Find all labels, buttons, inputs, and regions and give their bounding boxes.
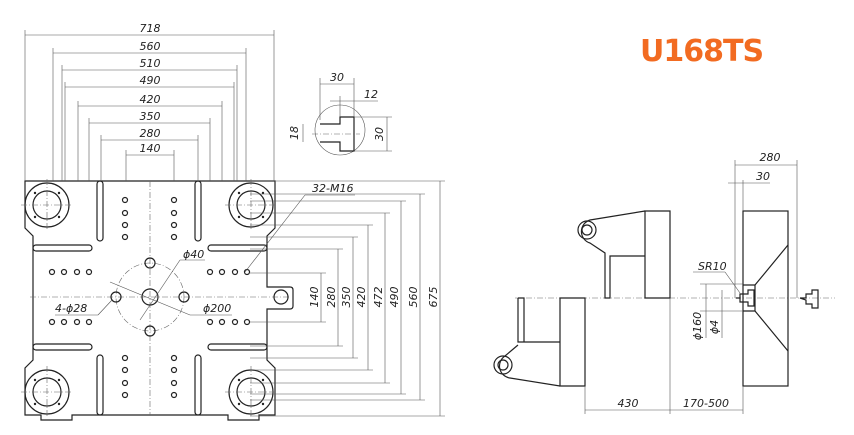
stroke-label: 430 bbox=[618, 397, 639, 410]
center-holes bbox=[30, 181, 290, 415]
bolt-hole bbox=[237, 191, 241, 195]
thread-hole bbox=[170, 366, 178, 374]
vertical-dim-label: 675 bbox=[427, 287, 440, 308]
thread-hole bbox=[60, 318, 68, 326]
horizontal-dim-label: 718 bbox=[140, 22, 161, 35]
thread-hole bbox=[73, 318, 81, 326]
thread-hole bbox=[48, 268, 56, 276]
thread-hole bbox=[121, 391, 129, 399]
sphere-label: SR10 bbox=[698, 260, 727, 273]
vertical-dim-label: 420 bbox=[355, 287, 368, 308]
horizontal-dim-label: 420 bbox=[140, 93, 161, 106]
horizontal-dim-label: 490 bbox=[140, 74, 161, 87]
thread-hole bbox=[121, 221, 129, 229]
centerline bbox=[21, 179, 73, 231]
model-title: U168TS bbox=[640, 34, 764, 69]
pcd-callout: ϕ200 bbox=[203, 302, 231, 315]
tie-bar-holes bbox=[21, 179, 277, 418]
thread-hole bbox=[73, 268, 81, 276]
bolt-hole bbox=[57, 378, 61, 382]
threads-callout: 32-M16 bbox=[312, 182, 353, 195]
slots bbox=[32, 180, 268, 416]
bolt-hole bbox=[33, 378, 37, 382]
centerline bbox=[21, 366, 73, 418]
thread-hole bbox=[243, 318, 251, 326]
horizontal-dim-label: 510 bbox=[140, 57, 161, 70]
slot-height-label: 30 bbox=[373, 127, 386, 141]
horizontal-dim-label: 140 bbox=[140, 142, 161, 155]
vertical-dim-label: 560 bbox=[407, 287, 420, 308]
horizontal-dim-label: 350 bbox=[140, 110, 161, 123]
thread-hole bbox=[48, 318, 56, 326]
thread-hole bbox=[170, 379, 178, 387]
bolt-hole bbox=[261, 191, 265, 195]
bolt-hole bbox=[57, 402, 61, 406]
vertical-dim-label: 472 bbox=[372, 287, 385, 308]
offset-label: 30 bbox=[756, 170, 770, 183]
slot-head-label: 12 bbox=[364, 88, 378, 101]
thread-hole bbox=[170, 196, 178, 204]
thread-hole bbox=[85, 318, 93, 326]
bolt-hole bbox=[57, 191, 61, 195]
vertical-dim-label: 140 bbox=[308, 287, 321, 308]
holes-callout: 4-ϕ28 bbox=[55, 302, 87, 315]
thread-hole bbox=[121, 233, 129, 241]
horizontal-dim-label: 560 bbox=[140, 40, 161, 53]
slot-width-label: 30 bbox=[330, 71, 344, 84]
bolt-hole bbox=[237, 378, 241, 382]
bolt-hole bbox=[261, 378, 265, 382]
slot-neck-label: 18 bbox=[288, 126, 301, 140]
horizontal-dim-label: 280 bbox=[140, 127, 161, 140]
side-view: 280 30 SR10 ϕ160 ϕ4 430 170-500 bbox=[493, 151, 835, 414]
nozzle-hole-label: ϕ4 bbox=[708, 320, 721, 334]
bolt-hole bbox=[33, 191, 37, 195]
thread-hole bbox=[121, 209, 129, 217]
thread-hole bbox=[121, 379, 129, 387]
thread-hole bbox=[121, 196, 129, 204]
bolt-hole bbox=[33, 402, 37, 406]
thread-hole bbox=[121, 366, 129, 374]
thread-hole bbox=[170, 221, 178, 229]
thread-hole bbox=[170, 391, 178, 399]
bolt-hole bbox=[237, 402, 241, 406]
platen-outline bbox=[24, 180, 294, 421]
thread-hole bbox=[170, 233, 178, 241]
thread-hole bbox=[85, 268, 93, 276]
mold-thickness-label: 280 bbox=[760, 151, 781, 164]
bolt-hole bbox=[57, 215, 61, 219]
bolt-hole bbox=[261, 402, 265, 406]
thread-hole bbox=[170, 354, 178, 362]
thread-hole bbox=[231, 318, 239, 326]
thread-hole bbox=[218, 268, 226, 276]
centerline bbox=[225, 179, 277, 231]
vertical-dim-label: 350 bbox=[340, 287, 353, 308]
thread-hole bbox=[206, 318, 214, 326]
thread-hole bbox=[218, 318, 226, 326]
bolt-hole bbox=[237, 215, 241, 219]
slot-detail: 30 12 18 30 bbox=[288, 71, 392, 156]
thread-hole bbox=[170, 209, 178, 217]
thread-hole bbox=[231, 268, 239, 276]
center-hole-callout: ϕ40 bbox=[183, 248, 204, 261]
bolt-hole bbox=[33, 215, 37, 219]
locating-ring-label: ϕ160 bbox=[691, 312, 704, 340]
m16-thread-holes bbox=[48, 196, 251, 399]
thread-hole bbox=[60, 268, 68, 276]
vertical-dim-label: 280 bbox=[325, 287, 338, 308]
mold-height-range-label: 170-500 bbox=[683, 397, 729, 410]
bolt-hole bbox=[261, 215, 265, 219]
thread-hole bbox=[206, 268, 214, 276]
centerline bbox=[225, 366, 277, 418]
thread-hole bbox=[121, 354, 129, 362]
vertical-dim-label: 490 bbox=[388, 287, 401, 308]
